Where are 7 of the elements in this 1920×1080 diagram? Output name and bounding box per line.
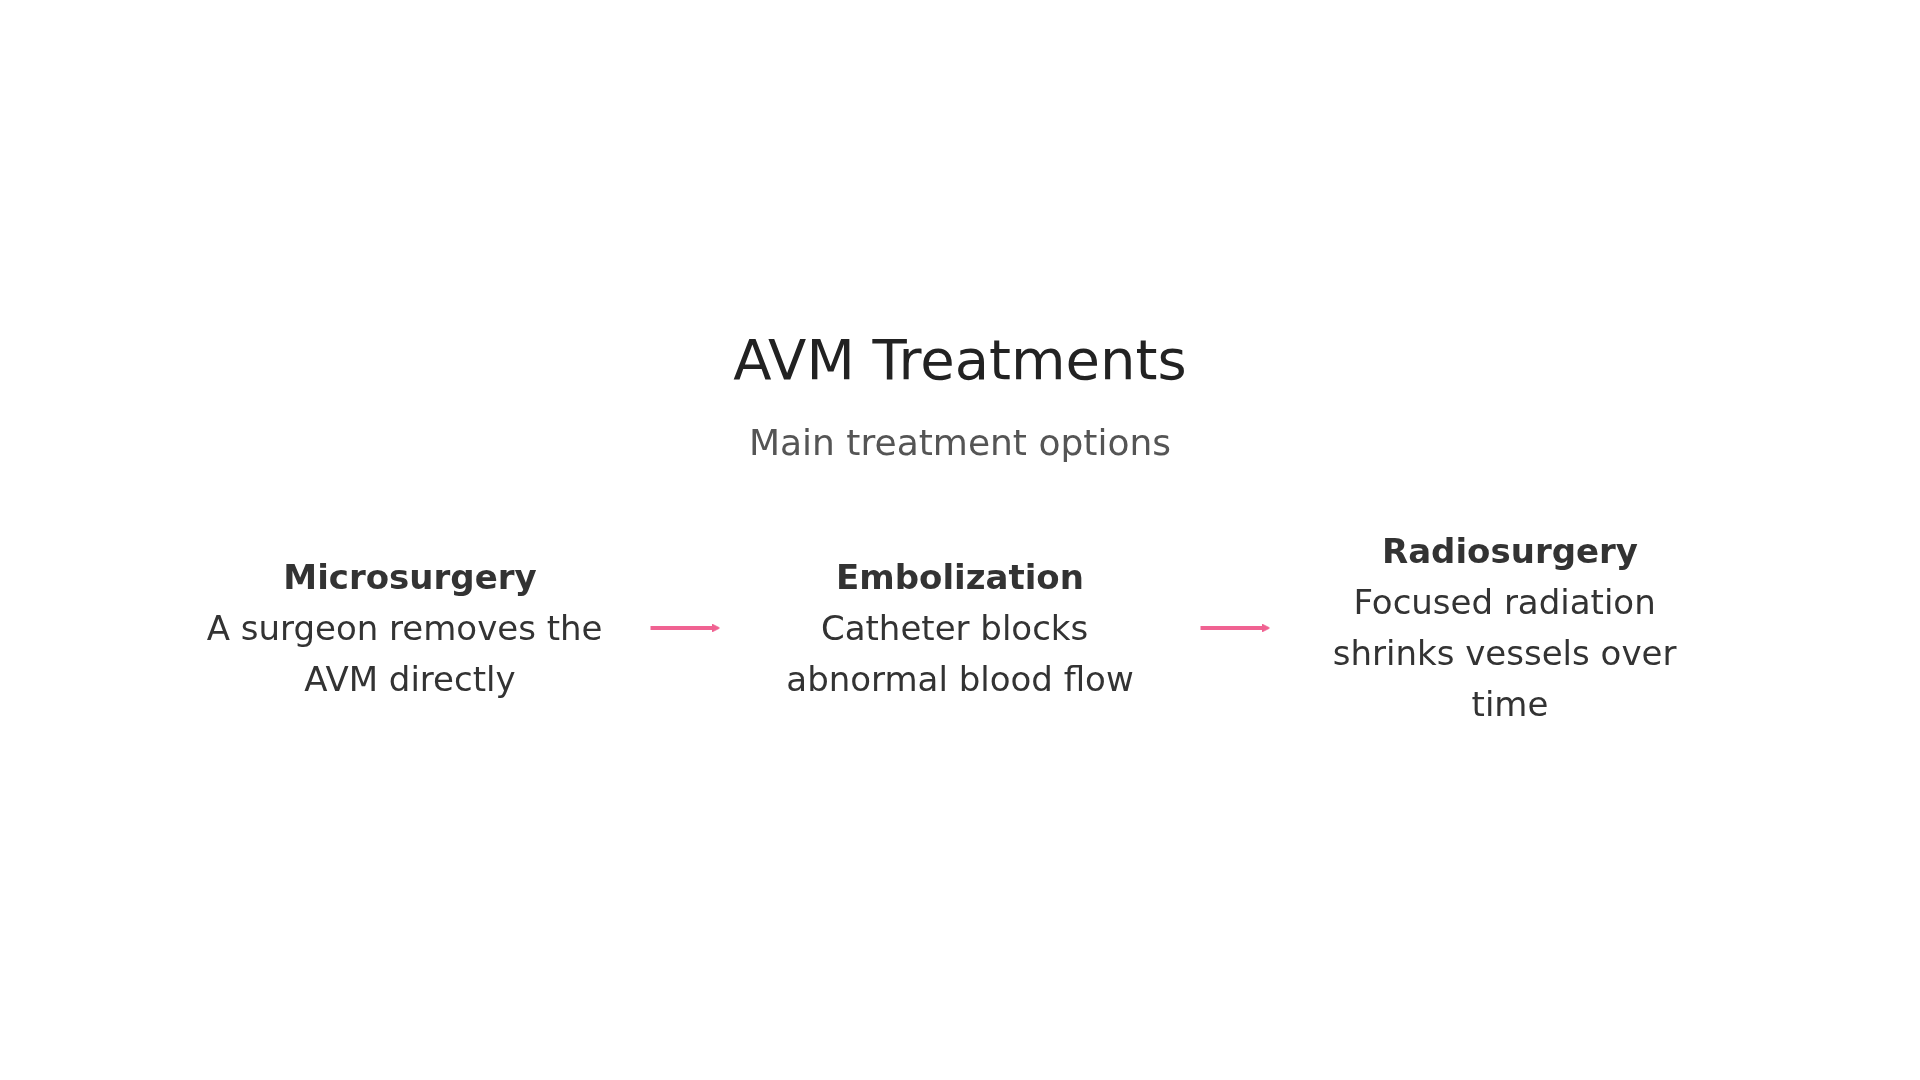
node-text: Microsurgery A surgeon removes the AVM directly [206,556,603,699]
arrow [1200,623,1271,633]
diagram-title: AVM Treatments [733,327,1187,392]
subtitle: Main treatment options [749,422,1171,463]
arrow [650,623,721,633]
node-text: Embolization Catheter blocks abnormal blood flow [786,556,1134,699]
node-text: Radiosurgery Focused radiation shrinks vessels over time [1332,531,1677,724]
